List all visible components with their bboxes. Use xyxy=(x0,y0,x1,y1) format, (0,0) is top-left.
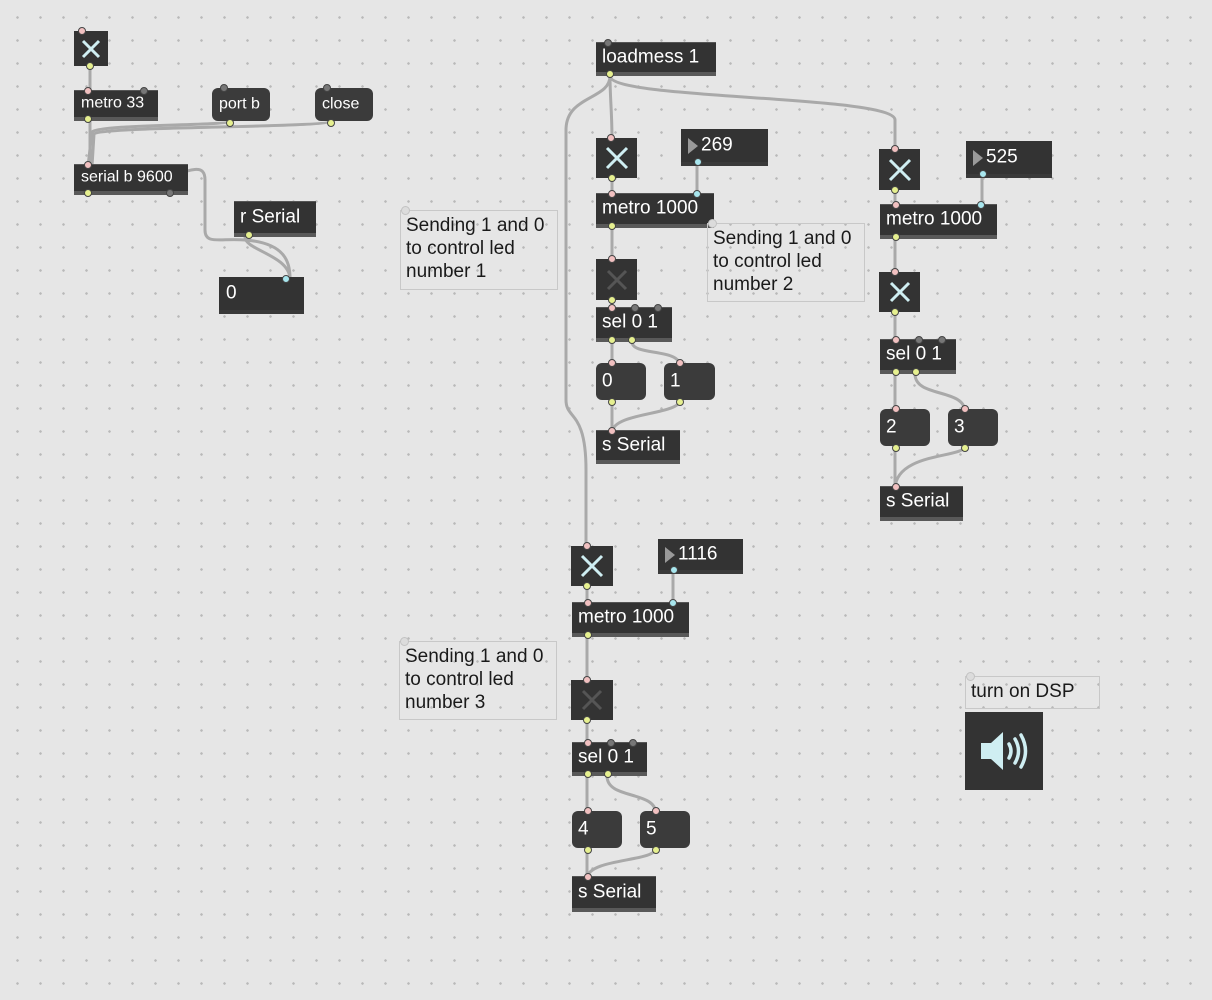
number-triangle-icon xyxy=(665,546,675,563)
toggle-x-icon xyxy=(606,269,627,290)
led2-sel-object[interactable]: sel 0 1 xyxy=(880,336,956,376)
led2-toggle[interactable] xyxy=(879,145,920,194)
led3-toggle[interactable] xyxy=(571,542,613,590)
led3-interval-number[interactable]: 1116 xyxy=(658,539,743,574)
cord xyxy=(893,444,967,490)
led1-comment: Sending 1 and 0 to control led number 1 xyxy=(400,206,558,290)
port-b-message[interactable]: port b xyxy=(212,84,270,127)
led1-interval-number[interactable]: 269 xyxy=(681,129,768,166)
led1-toggle[interactable] xyxy=(596,134,637,182)
toggle-x-icon xyxy=(889,281,910,303)
led3-output-toggle[interactable] xyxy=(571,676,613,724)
cord xyxy=(585,846,658,880)
led3-metro-object[interactable]: metro 1000 xyxy=(572,599,689,639)
dsp-toggle-button[interactable] xyxy=(965,712,1043,790)
cord xyxy=(913,372,967,414)
led2-interval-number[interactable]: 525 xyxy=(966,141,1052,178)
toggle-x-icon xyxy=(81,39,101,58)
led1-output-toggle[interactable] xyxy=(596,255,637,304)
toggle-x-icon xyxy=(888,158,911,181)
led3-comment: Sending 1 and 0 to control led number 3 xyxy=(399,637,557,720)
cord xyxy=(608,74,614,142)
led1-message-0[interactable]: 0 xyxy=(596,359,646,406)
r-serial-object[interactable]: r Serial xyxy=(234,201,316,239)
led1-send-object[interactable]: s Serial xyxy=(596,427,680,464)
led3-sel-object[interactable]: sel 0 1 xyxy=(572,739,647,778)
toggle-x-icon xyxy=(605,146,628,170)
led2-send-object[interactable]: s Serial xyxy=(880,483,963,521)
cord xyxy=(90,119,332,168)
led1-message-1[interactable]: 1 xyxy=(664,359,715,406)
metro-33-object[interactable]: metro 33 xyxy=(74,87,158,123)
toggle-main[interactable] xyxy=(74,27,108,70)
number-triangle-icon xyxy=(973,149,983,166)
led3-message-5[interactable]: 5 xyxy=(640,807,690,854)
led2-metro-object[interactable]: metro 1000 xyxy=(880,201,997,241)
dsp-comment: turn on DSP xyxy=(965,672,1100,709)
cord xyxy=(86,119,232,168)
toggle-x-icon xyxy=(580,554,604,578)
loadmess-object[interactable]: loadmess 1 xyxy=(596,39,716,78)
led3-send-object[interactable]: s Serial xyxy=(572,873,656,912)
led1-sel-object[interactable]: sel 0 1 xyxy=(596,304,672,344)
speaker-icon xyxy=(981,732,1028,770)
toggle-x-icon xyxy=(581,689,603,711)
led1-metro-object[interactable]: metro 1000 xyxy=(596,190,714,230)
led2-message-3[interactable]: 3 xyxy=(948,405,998,452)
led3-message-4[interactable]: 4 xyxy=(572,807,622,854)
cord xyxy=(610,398,682,434)
cord xyxy=(605,774,658,816)
number-triangle-icon xyxy=(688,137,698,154)
cord xyxy=(243,235,292,280)
led2-output-toggle[interactable] xyxy=(879,268,920,316)
led2-comment: Sending 1 and 0 to control led number 2 xyxy=(707,219,865,302)
serial-object[interactable]: serial b 9600 xyxy=(74,161,188,197)
serial-number-box[interactable]: 0 xyxy=(219,275,304,314)
close-message[interactable]: close xyxy=(315,84,373,127)
led2-message-2[interactable]: 2 xyxy=(880,405,930,452)
